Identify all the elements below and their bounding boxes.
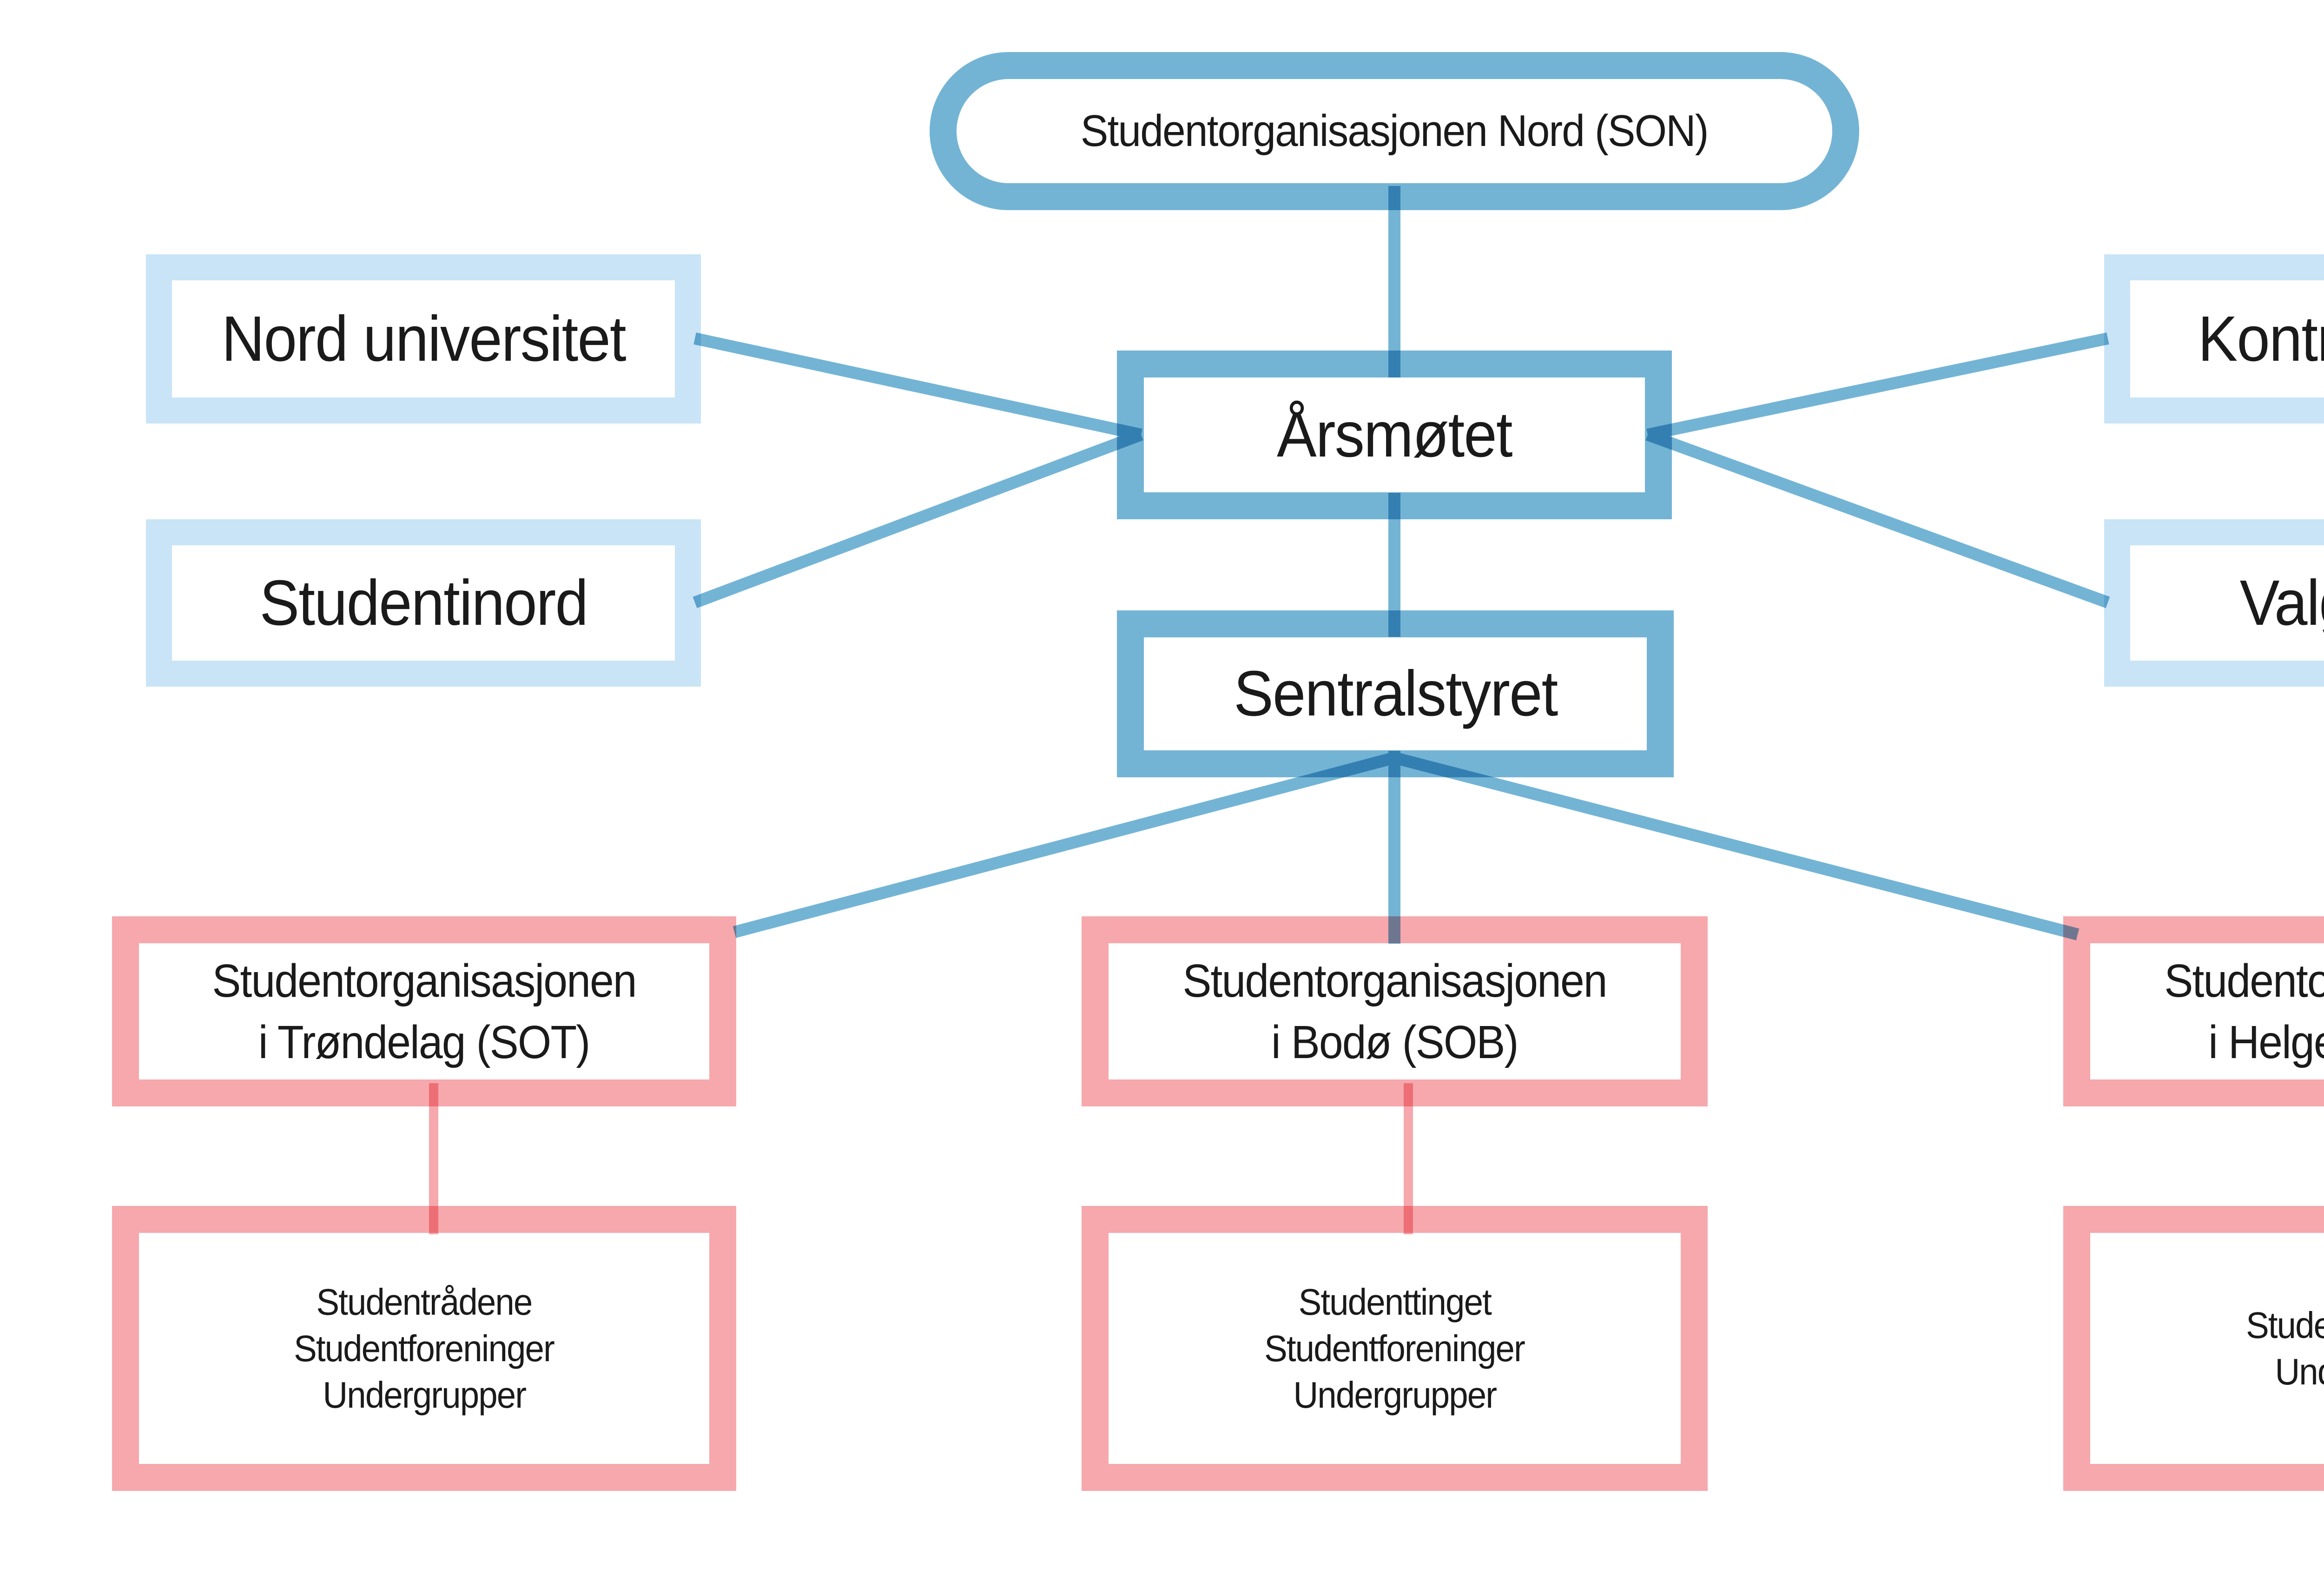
node-soh-sub-line2: Undergrupper (2275, 1351, 2324, 1392)
node-sot-line2: i Trøndelag (SOT) (258, 1016, 590, 1068)
node-soh: Studentorganisasjonen i Helgeland (SOH) (2063, 916, 2324, 1106)
node-kontrollkomite: Kontrollkomité (2104, 254, 2324, 424)
node-valgkomite-label: Valgkomité (2239, 567, 2324, 639)
node-sentralstyret: Sentralstyret (1117, 610, 1674, 777)
node-arsmotet-label: Årsmøtet (1277, 399, 1512, 470)
node-sot: Studentorganisasjonen i Trøndelag (SOT) (112, 916, 736, 1106)
node-sot-line1: Studentorganisasjonen (212, 954, 637, 1007)
edge-valgkomite-arsmotet (1645, 429, 2110, 609)
node-soh-sub-line1: Studentforeninger (2246, 1304, 2324, 1346)
node-sob-sub: Studenttinget Studentforeninger Undergru… (1082, 1206, 1708, 1491)
edge-kontrollkomite-arsmotet (1646, 332, 2109, 441)
node-studentinord-label: Studentinord (259, 567, 588, 639)
node-studentinord: Studentinord (146, 519, 701, 687)
edge-sentralstyret-sot (733, 752, 1396, 938)
edge-nord-universitet-arsmotet (693, 332, 1142, 441)
node-soh-line1: Studentorganisasjonen (2164, 954, 2324, 1007)
node-nord-universitet-label: Nord universitet (221, 303, 627, 375)
node-soh-line2: i Helgeland (SOH) (2208, 1016, 2324, 1068)
node-sot-sub-line3: Undergrupper (323, 1374, 527, 1416)
node-sot-sub: Studentrådene Studentforeninger Undergru… (112, 1206, 736, 1491)
node-soh-sub: Studentforeninger Undergrupper (2063, 1206, 2324, 1491)
node-valgkomite: Valgkomité (2104, 519, 2324, 687)
node-nord-universitet: Nord universitet (146, 254, 701, 424)
edge-studentinord-arsmotet (693, 429, 1143, 609)
node-son: Studentorganisasjonen Nord (SON) (930, 52, 1859, 210)
node-sot-sub-line1: Studentrådene (316, 1281, 533, 1323)
node-sob-sub-line1: Studenttinget (1298, 1281, 1492, 1323)
node-sot-sub-line2: Studentforeninger (294, 1327, 555, 1369)
node-kontrollkomite-label: Kontrollkomité (2198, 303, 2324, 375)
node-sob-sub-line3: Undergrupper (1293, 1374, 1497, 1416)
node-sentralstyret-label: Sentralstyret (1233, 658, 1558, 729)
node-sob-line2: i Bodø (SOB) (1271, 1016, 1519, 1068)
node-sob: Studentorganisasjonen i Bodø (SOB) (1082, 916, 1708, 1106)
edge-sentralstyret-soh (1393, 752, 2080, 940)
node-son-label: Studentorganisasjonen Nord (SON) (1081, 106, 1709, 156)
node-arsmotet: Årsmøtet (1117, 351, 1672, 519)
node-sob-line1: Studentorganisasjonen (1182, 954, 1607, 1007)
node-sob-sub-line2: Studentforeninger (1264, 1327, 1526, 1369)
